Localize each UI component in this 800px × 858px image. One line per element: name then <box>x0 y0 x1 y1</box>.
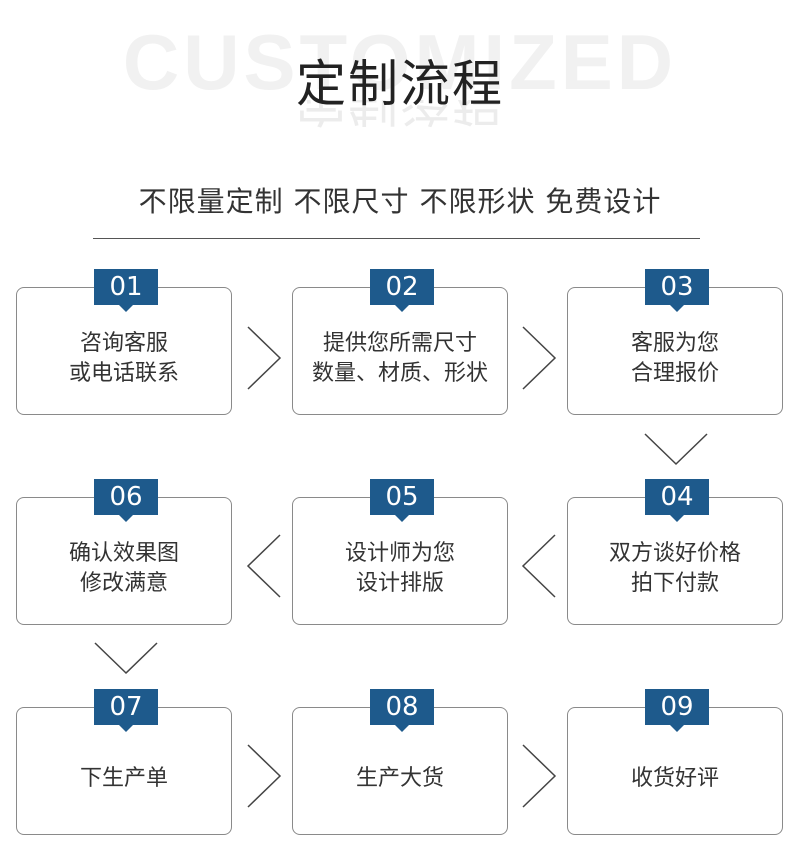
step-description-line: 双方谈好价格 <box>608 541 741 566</box>
arrow-down-icon <box>644 433 708 466</box>
step-description-line: 客服为您 <box>630 331 719 356</box>
step-description: 确认效果图修改满意 <box>17 524 231 614</box>
step-number-badge: 07 <box>94 689 158 732</box>
step-number-badge: 06 <box>94 479 158 522</box>
step-description-line: 下生产单 <box>79 766 168 791</box>
step-description-line: 提供您所需尺寸 <box>322 331 477 356</box>
arrow-down-icon <box>94 642 158 675</box>
step-description-line: 设计师为您 <box>344 541 455 566</box>
page-title: 定制流程 <box>296 55 504 113</box>
step-description: 下生产单 <box>17 734 231 824</box>
page-title-reflection: 定制流程 <box>296 100 504 131</box>
subtitle-divider <box>93 238 700 239</box>
arrow-right-icon <box>247 744 282 808</box>
step-description-line: 咨询客服 <box>79 331 168 356</box>
step-description-line: 合理报价 <box>630 361 719 386</box>
step-description-line: 生产大货 <box>355 766 444 791</box>
step-description: 提供您所需尺寸数量、材质、形状 <box>293 314 507 404</box>
step-description: 生产大货 <box>293 734 507 824</box>
step-number-badge: 01 <box>94 269 158 312</box>
step-card-07: 07 下生产单 <box>16 689 232 835</box>
step-number-badge: 03 <box>645 269 709 312</box>
arrow-left-icon <box>521 534 556 598</box>
step-card-08: 08 生产大货 <box>292 689 508 835</box>
step-description-line: 或电话联系 <box>68 361 179 386</box>
step-description: 设计师为您设计排版 <box>293 524 507 614</box>
step-number-badge: 04 <box>645 479 709 522</box>
step-card-09: 09 收货好评 <box>567 689 783 835</box>
background-watermark: CUSTOMIZED <box>122 18 678 106</box>
arrow-left-icon <box>246 534 281 598</box>
step-number-badge: 09 <box>645 689 709 732</box>
step-number-badge: 05 <box>370 479 434 522</box>
step-description: 收货好评 <box>568 734 782 824</box>
step-description: 咨询客服或电话联系 <box>17 314 231 404</box>
arrow-right-icon <box>247 326 282 390</box>
step-description-line: 数量、材质、形状 <box>311 361 488 386</box>
page-subtitle: 不限量定制 不限尺寸 不限形状 免费设计 <box>138 185 662 218</box>
step-description-line: 收货好评 <box>630 766 719 791</box>
arrow-right-icon <box>522 326 557 390</box>
step-number-badge: 08 <box>370 689 434 732</box>
step-description-line: 设计排版 <box>355 571 444 596</box>
step-number-badge: 02 <box>370 269 434 312</box>
arrow-right-icon <box>522 744 557 808</box>
step-description-line: 修改满意 <box>79 571 168 596</box>
step-description: 双方谈好价格拍下付款 <box>568 524 782 614</box>
step-description-line: 拍下付款 <box>630 571 719 596</box>
step-description-line: 确认效果图 <box>68 541 179 566</box>
step-description: 客服为您合理报价 <box>568 314 782 404</box>
